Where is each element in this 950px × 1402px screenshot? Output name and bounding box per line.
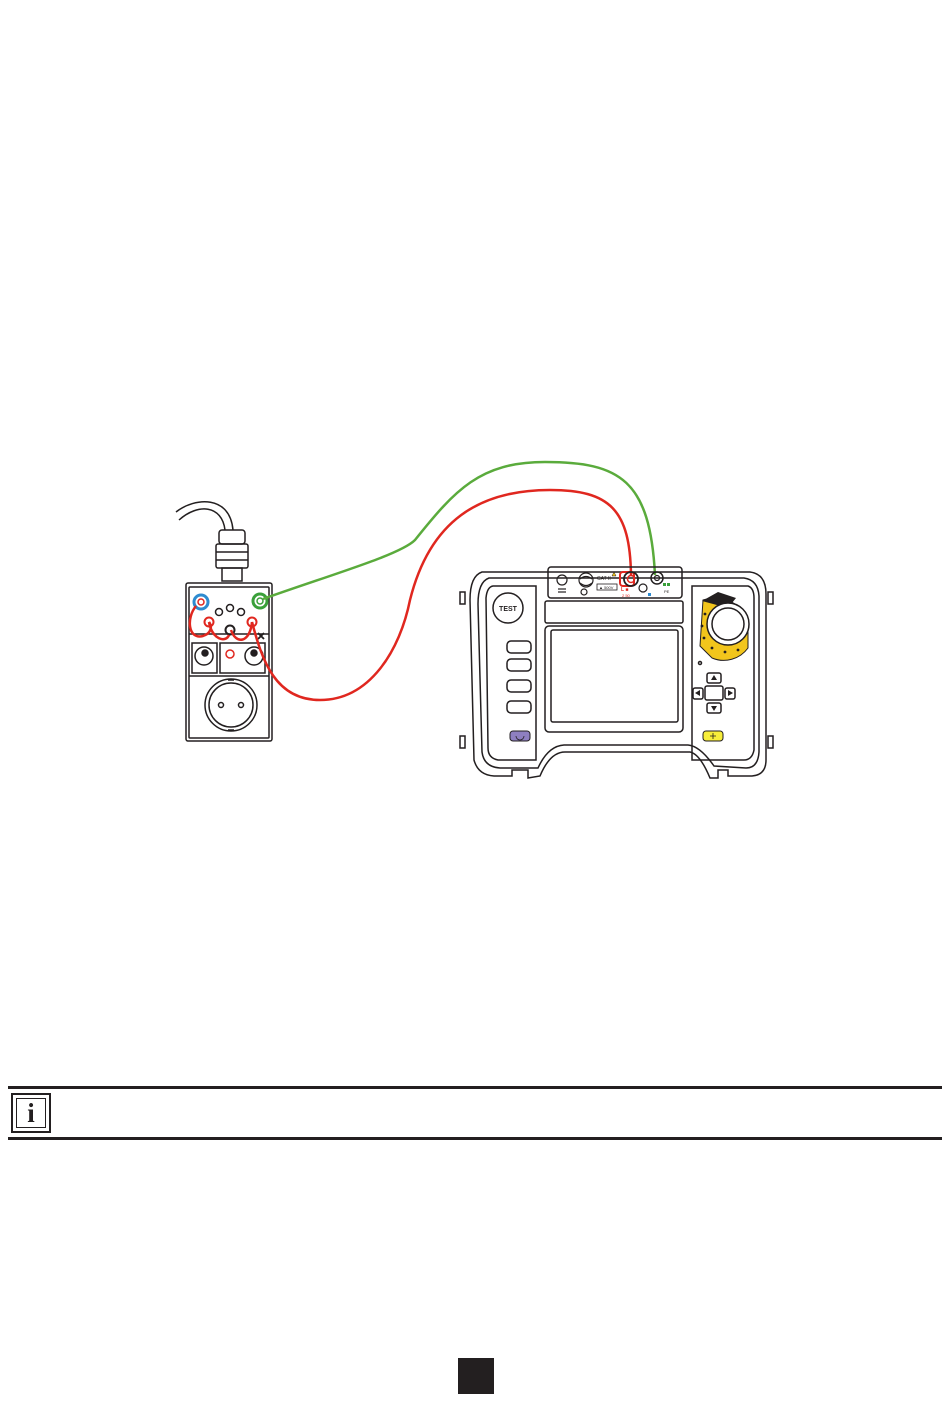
function-button-4 (507, 701, 531, 713)
test-button-label: TEST (499, 606, 518, 613)
function-button-purple (510, 731, 530, 741)
terminal-1 (557, 575, 567, 585)
ok-button (705, 686, 723, 700)
adapter-terminals (194, 594, 267, 658)
cat-label: CAT II (597, 576, 611, 582)
pe-label: PE (664, 589, 670, 594)
function-button-3 (507, 680, 531, 692)
arrow-pad-glyphs (695, 675, 733, 711)
red-terminal-sub: 2 50 (622, 593, 631, 598)
function-button-1 (507, 641, 531, 653)
fuse-label: ▲ 500V (599, 585, 614, 590)
tester-display (545, 626, 683, 732)
red-test-lead (252, 490, 631, 700)
info-note-bar: i (8, 1086, 942, 1140)
info-icon-glyph: i (16, 1098, 46, 1128)
terminal-red-lower (226, 650, 234, 658)
terminal-small (639, 584, 647, 592)
page-number-box (458, 1358, 494, 1394)
info-icon: i (11, 1093, 51, 1133)
terminal-green (253, 594, 267, 608)
adapter-socket (205, 679, 257, 731)
function-button-2 (507, 659, 531, 671)
rotary-switch (700, 592, 749, 660)
mains-plug (219, 530, 245, 544)
